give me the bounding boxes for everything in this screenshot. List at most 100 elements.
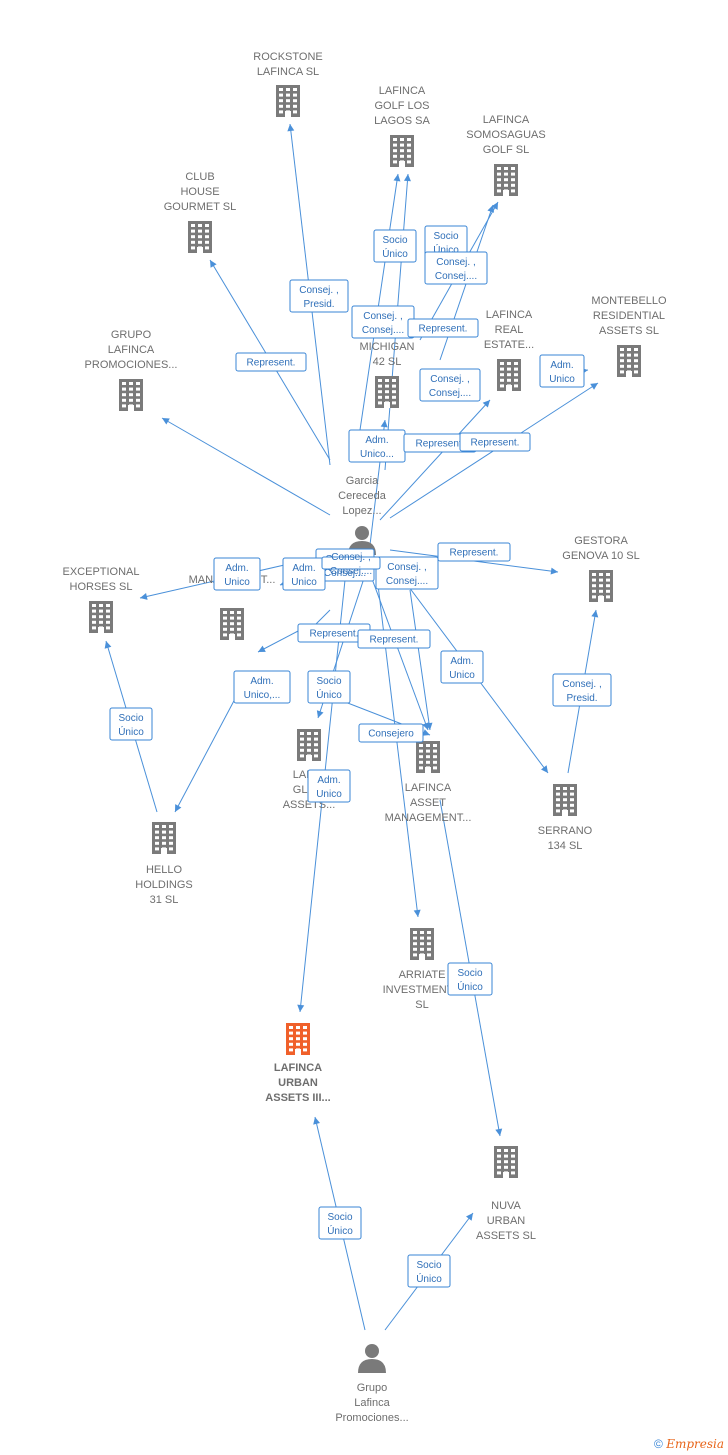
relation-label-text: Socio <box>457 968 482 979</box>
node-label-line: LAFINCA <box>405 782 452 794</box>
building-icon <box>410 928 434 960</box>
relation-label[interactable]: Adm.Unico <box>213 557 261 591</box>
building-window <box>303 1048 307 1052</box>
building-window <box>237 611 241 614</box>
building-window <box>507 378 511 382</box>
building-window <box>592 578 596 582</box>
building-door <box>506 385 512 391</box>
building-window <box>634 348 638 351</box>
building-window <box>92 615 96 619</box>
building-window <box>606 584 610 588</box>
node-label-line: GESTORA <box>574 535 628 547</box>
building-window <box>99 615 103 619</box>
building-window <box>378 395 382 399</box>
building-window <box>303 1037 307 1041</box>
relation-label[interactable]: Consej. ,Consej.... <box>351 305 415 339</box>
building-window <box>592 584 596 588</box>
relation-label-box <box>552 673 612 707</box>
building-window <box>198 229 202 233</box>
relation-label[interactable]: Consej. ,Consej.... <box>321 552 381 577</box>
relation-label-box <box>437 542 511 562</box>
relation-label[interactable]: Adm.Unico <box>282 557 326 591</box>
relation-label[interactable]: Consej. ,Consej.... <box>419 368 481 402</box>
relation-label[interactable]: Represent. <box>235 352 307 372</box>
node-garcia[interactable]: GarciaCerecedaLopez... <box>338 475 387 555</box>
building-window <box>223 622 227 626</box>
relation-label[interactable]: Adm.Unico... <box>348 429 406 463</box>
node-label-line: URBAN <box>278 1077 318 1089</box>
node-real-estate[interactable]: LAFINCAREALESTATE... <box>484 309 534 391</box>
building-window <box>191 246 195 250</box>
relation-label[interactable]: Consej. ,Presid. <box>552 673 612 707</box>
building-window <box>419 760 423 764</box>
building-window <box>413 947 417 951</box>
relation-label-text: Consej.... <box>435 271 477 282</box>
building-window <box>191 235 195 239</box>
relation-label[interactable]: Consej. ,Consej.... <box>375 556 439 590</box>
edge-arrowhead <box>297 1004 305 1012</box>
node-grupo-person[interactable]: GrupoLafincaPromociones... <box>335 1344 409 1424</box>
relation-label[interactable]: Adm.Unico,... <box>233 670 291 704</box>
relation-label-box <box>357 629 431 649</box>
relation-label-text: Único <box>457 980 483 993</box>
node-asset-mgmt[interactable]: LAFINCAASSETMANAGEMENT... <box>385 741 472 824</box>
building-door <box>384 402 390 408</box>
node-label-line: MONTEBELLO <box>591 295 667 307</box>
building-window <box>205 224 209 227</box>
relation-label-text: Consej. , <box>299 285 338 296</box>
building-window <box>169 836 173 840</box>
node-grupo-lafinca-top[interactable]: GRUPOLAFINCAPROMOCIONES... <box>85 329 178 411</box>
building-window <box>289 1037 293 1041</box>
building-window <box>92 626 96 630</box>
relation-label[interactable]: Represent. <box>459 432 531 452</box>
edge-arrowhead <box>491 202 498 210</box>
relation-label[interactable]: Consej. ,Presid. <box>289 279 349 313</box>
relation-label-text: Unico <box>316 789 342 800</box>
relation-label[interactable]: Adm.Unico <box>307 769 351 803</box>
relation-label-box <box>307 769 351 803</box>
building-window <box>563 803 567 807</box>
building-window <box>563 792 567 796</box>
node-label-line: HELLO <box>146 864 183 876</box>
brand-name[interactable]: Empresia <box>666 1437 724 1451</box>
building-window <box>497 178 501 182</box>
building-icon <box>494 164 518 196</box>
relation-label[interactable]: Adm.Unico <box>539 354 585 388</box>
relation-label[interactable]: Represent. <box>357 629 431 649</box>
relation-label-text: Único <box>118 725 144 738</box>
node-label-line: ARRIATE <box>399 969 446 981</box>
relation-label[interactable]: Represent. <box>407 318 479 338</box>
relation-label-text: Consej.... <box>429 388 471 399</box>
relation-label[interactable]: Represent. <box>437 542 511 562</box>
relation-label[interactable]: Adm.Unico <box>440 650 484 684</box>
building-window <box>433 760 437 764</box>
building-window <box>427 931 431 934</box>
relation-label[interactable]: Consejero <box>358 723 424 743</box>
relation-label-text: Adm. <box>550 360 573 371</box>
building-window <box>426 755 430 759</box>
relation-label-text: Represent. <box>419 324 468 335</box>
relation-label[interactable]: Consej. ,Consej.... <box>424 251 488 285</box>
relation-label-text: Unico <box>224 577 250 588</box>
